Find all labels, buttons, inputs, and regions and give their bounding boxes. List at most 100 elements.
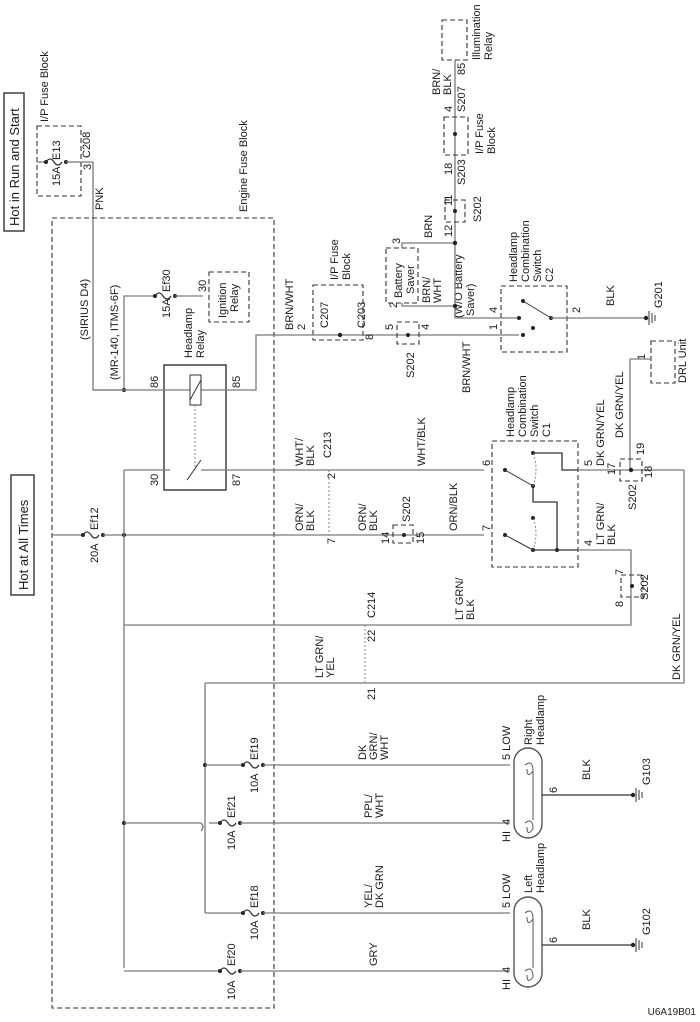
pin-c213-7: 7	[326, 538, 338, 544]
wire-label-wht-blk-1: WHT/BLK	[294, 437, 317, 466]
wire-label-dk-grn-yel-3: DK GRN/YEL	[671, 613, 683, 680]
pin-sw1-5: 5	[583, 460, 595, 466]
fuse-ef12-icon	[82, 531, 100, 539]
hot-all-times-box: Hot at All Times	[10, 474, 35, 596]
wire-label-blk-g103: BLK	[581, 759, 593, 780]
pin-drl-1: 1	[636, 354, 648, 360]
pin-s202-7: 7	[614, 569, 626, 575]
wire-label-orn-blk-1: ORN/BLK	[294, 503, 317, 531]
wire-label-lt-grn-blk-2: LT GRN/BLK	[454, 577, 477, 620]
fuse-ef20-icon	[219, 967, 237, 975]
pin-rh-hi-num: 4	[501, 819, 513, 825]
fuse-ef20-id: Ef20	[226, 943, 238, 966]
pin-relay-85: 85	[231, 376, 243, 388]
wire-ef30-feed	[123, 295, 155, 390]
wire-dk-grn-yel	[205, 470, 685, 684]
headlamp-switch-c1	[491, 440, 579, 568]
connector-c207: C207	[319, 302, 331, 328]
splice-s202-c	[444, 199, 466, 223]
ground-g102-label: G102	[641, 908, 653, 935]
ip-fuse-block-top: I/P Fuse Block 15A E13 3 C208	[36, 51, 94, 197]
headlamp-switch-c2	[500, 285, 568, 353]
variant-mr140: (MR-140, ITMS-6F)	[109, 285, 121, 380]
pin-rh-hi: HI	[501, 831, 513, 842]
wire-label-dk-grn-yel-2: DK GRN/YEL	[614, 371, 626, 438]
ip-fuse-block-right-label: I/P FuseBlock	[474, 113, 498, 154]
splice-s202-a-label: S202	[405, 352, 417, 378]
pin-lh-low: 5 LOW	[501, 873, 513, 908]
figure-id: U6A19B01	[647, 1007, 696, 1018]
pin-sw2-1: 1	[488, 324, 500, 330]
pin-lh-gnd: 6	[548, 937, 560, 943]
splice-s202-d	[619, 458, 643, 482]
wire-relay-85	[226, 334, 296, 391]
splice-s202-a	[396, 321, 420, 345]
splice-s202-e-label: S202	[639, 574, 651, 600]
pin-s202-14: 14	[380, 532, 392, 544]
engine-fuse-block-label: Engine Fuse Block	[238, 120, 250, 212]
pin-c203: 8	[364, 334, 376, 340]
fuse-e13-rating: 15A	[51, 166, 63, 186]
pin-rh-gnd: 6	[548, 787, 560, 793]
battery-saver-label: BatterySaver	[393, 263, 417, 298]
pin-sw2-4: 4	[488, 307, 500, 313]
pin-sw1-7: 7	[481, 525, 493, 531]
pin-s202-11: 11	[443, 195, 455, 206]
pin-rh-low: 5 LOW	[501, 725, 513, 760]
right-headlamp	[513, 747, 543, 839]
ip-fuse-block-right	[443, 116, 469, 156]
wire-label-lt-grn-yel: LT GRN/YEL	[314, 635, 337, 678]
wire-label-brn-wht-3: BRN/WHT	[421, 276, 444, 303]
fuse-ef20-rating: 10A	[226, 980, 238, 1000]
connector-c203: C203	[356, 302, 368, 328]
pin-s202-8: 8	[614, 601, 626, 607]
headlamp-switch-c2-label: HeadlampCombinationSwitchC2	[508, 220, 556, 282]
bulb-filament-icon	[524, 910, 534, 981]
wire-label-ppl-wht: PPL/WHT	[363, 793, 386, 818]
ignition-relay	[208, 271, 250, 323]
fuse-e13-icon	[45, 158, 63, 166]
pin-sw1-6: 6	[481, 460, 493, 466]
wire-label-pnk: PNK	[94, 187, 106, 210]
left-headlamp	[513, 896, 543, 988]
fuse-ef18-rating: 10A	[249, 920, 261, 940]
wire-label-lt-grn-blk-1: LT GRN/BLK	[595, 502, 618, 545]
pin-s202-12: 12	[443, 225, 455, 237]
splice-s202-c-label: S202	[472, 196, 484, 222]
ip-fuse-block-top-label: I/P Fuse Block	[39, 51, 51, 122]
engine-fuse-block	[51, 217, 275, 1009]
connector-s207: S207	[456, 86, 468, 112]
pin-s202-19: 19	[635, 443, 647, 455]
pin-c208: 3	[82, 164, 94, 170]
wire-label-dk-grn-wht: DKGRN/WHT	[357, 732, 391, 760]
pin-bs-2: 2	[388, 302, 400, 308]
ground-g201-label: G201	[653, 281, 665, 308]
fuse-ef18-id: Ef18	[249, 885, 261, 908]
pin-s202-17: 17	[606, 463, 618, 475]
fuse-ef21-id: Ef21	[226, 795, 238, 818]
wire-label-gry: GRY	[368, 942, 380, 966]
variant-wo-battery-saver: (W/O BatterySaver)	[453, 254, 477, 318]
pin-lh-hi-num: 4	[501, 967, 513, 973]
ground-g103-label: G103	[641, 758, 653, 785]
connector-s203: S203	[456, 159, 468, 185]
pin-c214-21: 21	[366, 688, 378, 700]
ground-g102-icon	[635, 938, 643, 952]
fuse-ef19-icon	[242, 761, 260, 769]
illumination-relay-label: IlluminationRelay	[471, 4, 495, 60]
fuse-ef12-rating: 20A	[89, 543, 101, 563]
pin-c214-22: 22	[366, 630, 378, 642]
pin-s207-4: 4	[443, 106, 455, 112]
pin-sw2-2: 2	[571, 307, 583, 313]
pin-s202-18: 18	[643, 466, 655, 478]
pin-relay-86: 86	[149, 376, 161, 388]
hot-all-times-label: Hot at All Times	[16, 499, 31, 590]
left-headlamp-label: LeftHeadlamp	[523, 843, 547, 893]
pin-s203-18: 18	[443, 163, 455, 175]
pin-sw1-4: 4	[583, 540, 595, 546]
hot-run-start-box: Hot in Run and Start	[3, 92, 25, 232]
ip-fuse-block-mid-label: I/P FuseBlock	[329, 239, 353, 280]
hot-run-start-label: Hot in Run and Start	[7, 108, 22, 226]
ground-g201-icon	[648, 311, 656, 325]
wire-bs-2	[401, 303, 455, 307]
